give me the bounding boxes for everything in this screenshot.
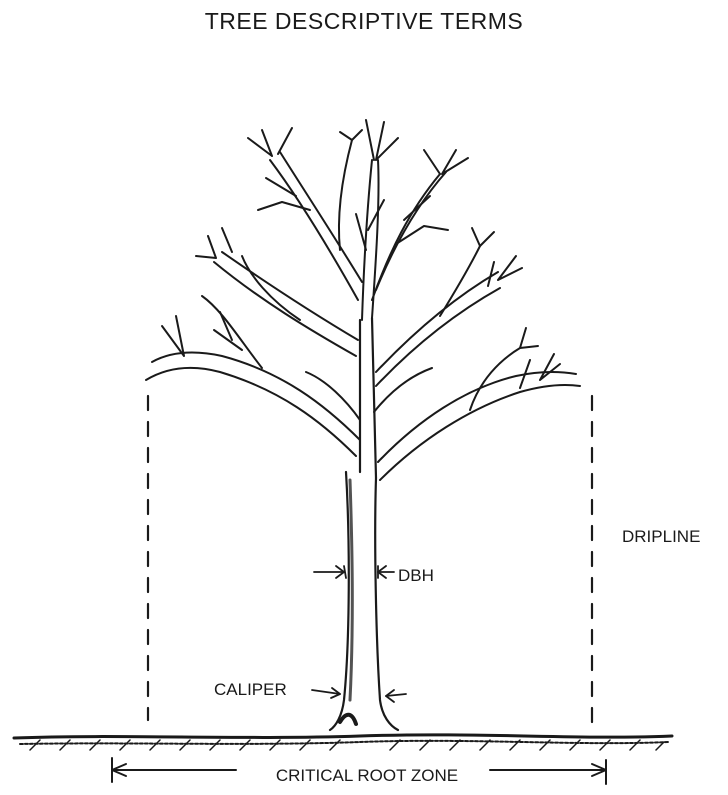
caliper-arrows	[312, 688, 406, 702]
dbh-label: DBH	[398, 567, 434, 584]
diagram-title: TREE DESCRIPTIVE TERMS	[0, 10, 728, 33]
tree-branches	[146, 120, 580, 480]
tree-trunk	[330, 318, 398, 730]
dbh-arrows	[314, 566, 394, 578]
dripline-label: DRIPLINE	[622, 528, 700, 545]
ground-line	[14, 735, 672, 750]
critical-root-zone-label: CRITICAL ROOT ZONE	[248, 767, 486, 784]
caliper-label: CALIPER	[214, 681, 287, 698]
